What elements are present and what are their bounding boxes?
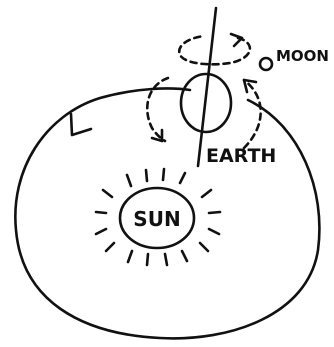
orbit-arrowhead (71, 114, 91, 135)
sun-label: SUN (133, 207, 180, 231)
earth-label: EARTH (206, 145, 276, 167)
moon-label: MOON (276, 47, 329, 65)
earth-spin-arrowhead (231, 34, 242, 46)
earth-axis (198, 8, 216, 166)
moon-circle (260, 58, 272, 70)
